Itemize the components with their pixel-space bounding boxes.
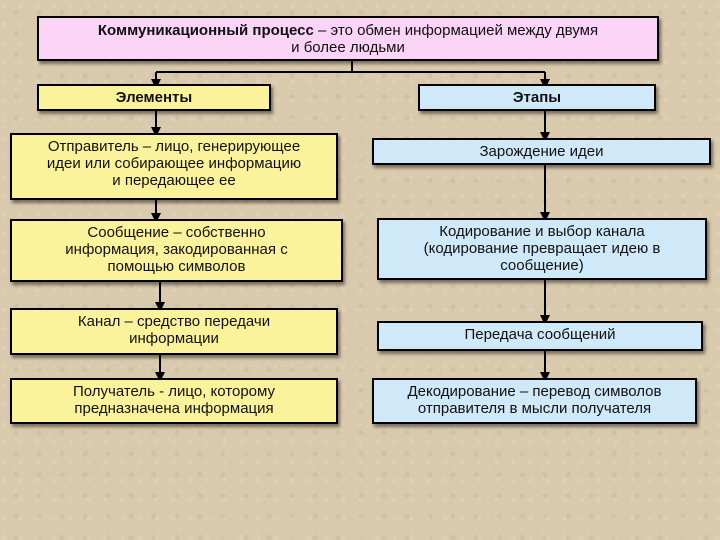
element-sender-line: и передающее ее <box>112 172 236 189</box>
element-message-box: Сообщение – собственно информация, закод… <box>10 219 343 282</box>
element-receiver-line: Получатель - лицо, которому <box>72 383 275 400</box>
stage-encoding-line: (кодирование превращает идею в <box>423 240 661 257</box>
element-message-line: информация, закодированная с <box>65 241 288 258</box>
stages-heading: Этапы <box>418 84 656 111</box>
stage-transmission-line: Передача сообщений <box>464 326 616 343</box>
header-line-1: Коммуникационный процесс – это обмен инф… <box>39 22 657 39</box>
stage-decoding-line: Декодирование – перевод символов <box>407 383 662 400</box>
element-sender-line: Отправитель – лицо, генерирующее <box>47 138 301 155</box>
element-sender-line: идеи или собирающее информацию <box>46 155 302 172</box>
stage-encoding-line: сообщение) <box>500 257 584 274</box>
stage-transmission-box: Передача сообщений <box>377 321 703 351</box>
header-title-rest: – это обмен информацией между двумя <box>313 22 599 39</box>
stage-idea-line: Зарождение идеи <box>479 143 604 160</box>
element-message-line: Сообщение – собственно <box>87 224 266 241</box>
elements-heading-label: Элементы <box>115 89 193 106</box>
element-channel-line: Канал – средство передачи <box>77 313 271 330</box>
stage-decoding-box: Декодирование – перевод символов отправи… <box>372 378 697 424</box>
stages-heading-label: Этапы <box>512 89 562 106</box>
element-sender-box: Отправитель – лицо, генерирующее идеи ил… <box>10 133 338 200</box>
stage-idea-box: Зарождение идеи <box>372 138 711 165</box>
element-channel-line: информации <box>129 330 219 347</box>
element-receiver-box: Получатель - лицо, которому предназначен… <box>10 378 338 424</box>
element-receiver-line: предназначена информация <box>74 400 274 417</box>
stage-encoding-box: Кодирование и выбор канала (кодирование … <box>377 218 707 280</box>
stage-encoding-line: Кодирование и выбор канала <box>439 223 645 240</box>
stage-decoding-line: отправителя в мысли получателя <box>417 400 652 417</box>
header-title-bold: Коммуникационный процесс <box>97 22 314 39</box>
header-definition-box: Коммуникационный процесс – это обмен инф… <box>37 16 659 61</box>
element-channel-box: Канал – средство передачи информации <box>10 308 338 355</box>
header-line-2: и более людьми <box>291 39 405 56</box>
elements-heading: Элементы <box>37 84 271 111</box>
element-message-line: помощью символов <box>107 258 246 275</box>
